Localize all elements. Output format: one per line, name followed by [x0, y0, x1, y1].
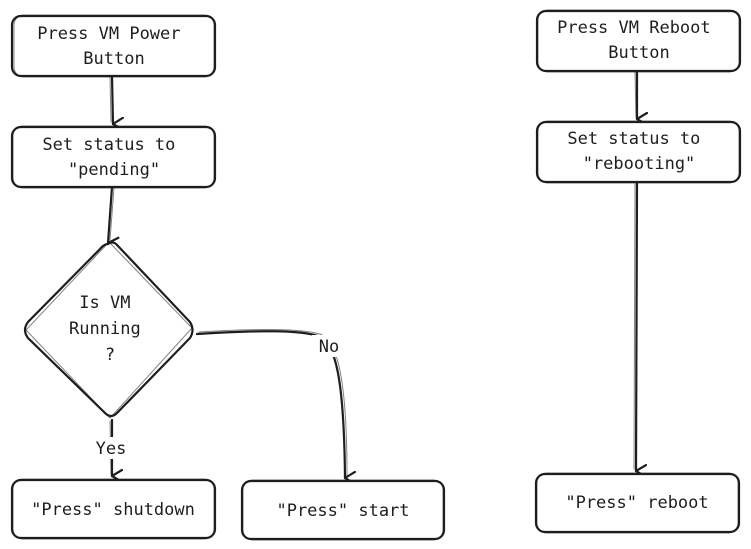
node-set-pending-line-2: "pending" [68, 160, 160, 180]
edge-reboot-button-to-rebooting [634, 69, 637, 119]
node-power-button-line-1: Press VM Power [37, 24, 180, 44]
node-set-pending-line-1: Set status to [42, 135, 175, 155]
node-set-pending: Set status to "pending" [10, 125, 217, 189]
node-start-text: "Press" start [276, 501, 409, 521]
yes-label-bg [92, 437, 128, 459]
edge-power-to-pending [109, 74, 113, 124]
edge-decision-yes-to-shutdown: Yes [92, 418, 128, 476]
node-set-pending-text: Set status to "pending" [42, 135, 185, 180]
node-reboot-button-line-1: Press VM Reboot [557, 18, 711, 38]
node-reboot-button-line-2: Button [608, 43, 669, 63]
no-label: No [319, 337, 339, 357]
node-is-running-line-3: ? [105, 345, 115, 365]
node-reboot-button: Press VM Reboot Button [535, 9, 742, 73]
node-reboot-text: "Press" reboot [565, 493, 708, 513]
node-reboot: "Press" reboot [534, 472, 741, 534]
node-reboot-button-text: Press VM Reboot Button [557, 18, 721, 63]
node-shutdown-text: "Press" shutdown [31, 500, 195, 520]
node-power-button-text: Press VM Power Button [37, 24, 191, 69]
node-set-rebooting-text: Set status to "rebooting" [567, 129, 710, 174]
node-start: "Press" start [240, 479, 446, 541]
edge-decision-no-to-start: No [195, 329, 347, 478]
edge-rebooting-to-reboot [633, 181, 637, 471]
node-is-running: Is VM Running ? [23, 241, 194, 419]
edge-pending-to-decision [106, 185, 114, 243]
node-set-rebooting-line-2: "rebooting" [583, 154, 696, 174]
node-is-running-line-2: Running [69, 319, 141, 339]
node-is-running-text: Is VM Running ? [69, 293, 151, 365]
node-is-running-line-1: Is VM [79, 293, 130, 313]
yes-label: Yes [96, 439, 127, 459]
no-label-bg [312, 335, 344, 357]
node-power-button-line-2: Button [83, 49, 144, 69]
node-set-rebooting: Set status to "rebooting" [535, 120, 742, 184]
node-power-button: Press VM Power Button [10, 14, 217, 78]
node-set-rebooting-line-1: Set status to [567, 129, 700, 149]
node-shutdown: "Press" shutdown [10, 478, 217, 540]
